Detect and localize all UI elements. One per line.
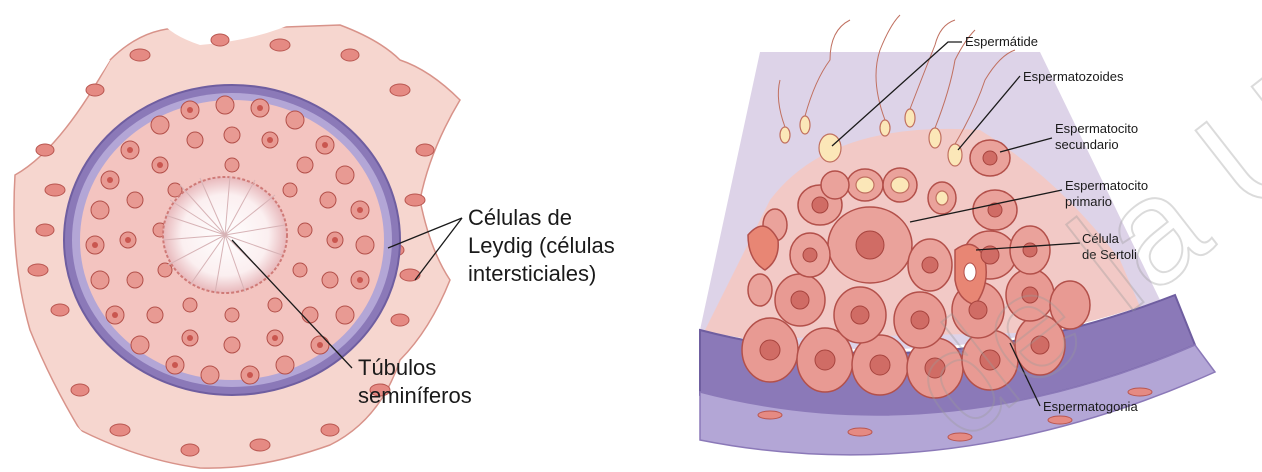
label-leydig-line3: intersticiales) [468,261,596,286]
label-tubulos-line2: seminíferos [358,383,472,408]
label-tubulos-line1: Túbulos [358,355,436,380]
label-espermatozoides: Espermatozoides [1023,69,1124,84]
adjacent-tubule-gap [439,130,462,260]
adjacent-tubule-gap [400,20,460,70]
label-leydig-line1: Células de [468,205,572,230]
label-leydig-line2: Leydig (células [468,233,615,258]
label-esp-secundario-line2: secundario [1055,137,1119,152]
label-esp-secundario-line1: Espermatocito [1055,121,1138,136]
label-espermatide: Espermátide [965,34,1038,49]
seminiferous-tubule-cross-section: Células de Leydig (células intersticiale… [14,15,615,468]
